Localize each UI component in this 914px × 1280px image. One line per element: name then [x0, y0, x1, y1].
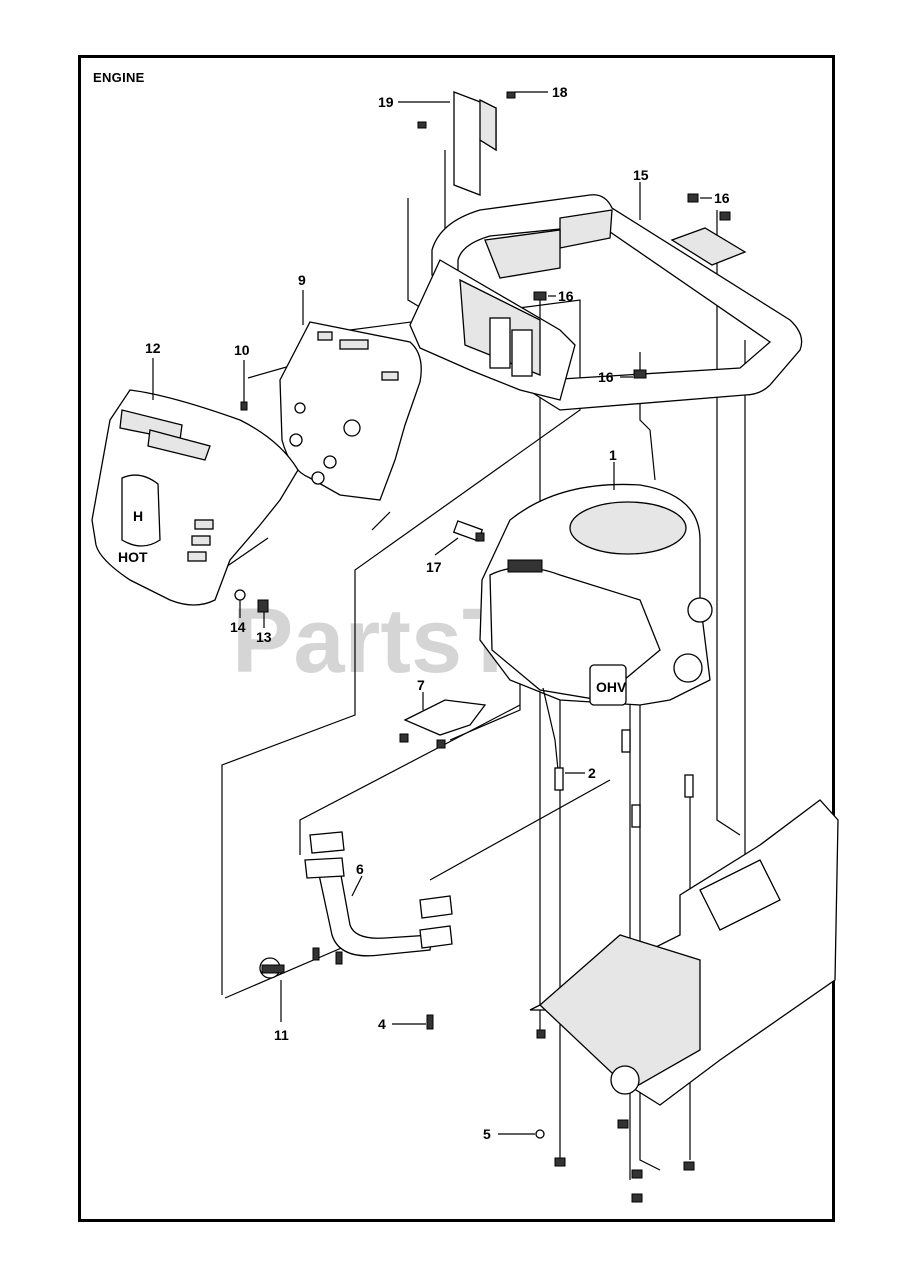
- callout-19: 19: [378, 94, 394, 110]
- callout-18: 18: [552, 84, 568, 100]
- callout-5: 5: [483, 1126, 491, 1142]
- callouts: 19 18 15 16 16 16 9 10 12 1 17 14 13 7 2…: [145, 84, 730, 1142]
- callout-16-lower: 16: [598, 369, 614, 385]
- part-17-sensor: [452, 520, 485, 542]
- callout-10: 10: [234, 342, 250, 358]
- part-10-screw: [240, 401, 248, 411]
- hood-logo: H: [133, 508, 143, 524]
- callout-9: 9: [298, 272, 306, 288]
- callout-12: 12: [145, 340, 161, 356]
- part-13-14-fasteners: [234, 589, 269, 613]
- callout-11: 11: [274, 1027, 289, 1043]
- part-2-spacers: [554, 729, 694, 828]
- part-6-exhaust-pipe: [304, 831, 453, 1030]
- diagram-frame: ENGINE: [78, 55, 835, 1222]
- callout-7: 7: [417, 677, 425, 693]
- part-12-hood: H HOT: [91, 389, 299, 606]
- callout-16-middle: 16: [558, 288, 574, 304]
- part-1-engine: OHV: [479, 483, 713, 791]
- callout-6: 6: [356, 861, 364, 877]
- callout-15: 15: [633, 167, 649, 183]
- diagram-title: ENGINE: [93, 70, 145, 85]
- callout-16-top: 16: [714, 190, 730, 206]
- engine-ohv-label: OHV: [596, 679, 627, 695]
- callout-1: 1: [609, 447, 617, 463]
- part-15-frame: [431, 194, 803, 411]
- chassis-frame: [529, 799, 839, 1203]
- part-11-clamp: [259, 957, 285, 979]
- part-7-deflector: [399, 699, 487, 749]
- part-16-bolts: [533, 193, 731, 379]
- callout-2: 2: [588, 765, 596, 781]
- callout-14: 14: [230, 619, 246, 635]
- hood-hot-label: HOT: [118, 549, 148, 565]
- part-9-heat-shield: [279, 321, 422, 501]
- part-19-bracket: [417, 91, 516, 196]
- callout-17: 17: [426, 559, 442, 575]
- callout-4: 4: [378, 1016, 386, 1032]
- engine-mount-bracket: [409, 259, 576, 401]
- callout-13: 13: [256, 629, 272, 645]
